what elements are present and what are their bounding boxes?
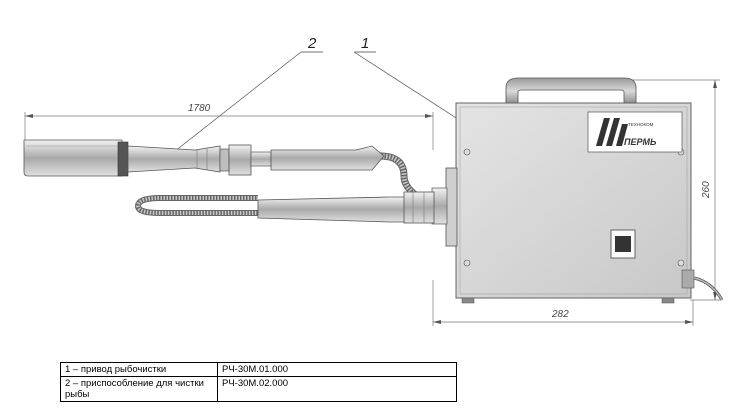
parts-legend-table: 1 – привод рыбочистки РЧ-30М.01.000 2 – …: [60, 362, 457, 402]
brand-logo: ТЕХНОКОМ ПЕРМЬ: [587, 111, 683, 153]
legend-code: РЧ-30М.01.000: [217, 362, 457, 377]
dimension-length-label: 1780: [188, 103, 211, 114]
legend-desc: 2 – приспособление для чистки рыбы: [60, 376, 218, 402]
output-flange: [431, 167, 458, 247]
legend-row: 1 – привод рыбочистки РЧ-30М.01.000: [60, 362, 457, 377]
dimension-height-label: 260: [701, 181, 712, 199]
logo-mark-icon: [596, 118, 628, 146]
fish-scaler-tool: [23, 139, 385, 177]
power-switch: [610, 229, 636, 259]
dimension-width: 282: [432, 280, 694, 326]
dimension-width-label: 282: [551, 309, 569, 320]
callout-2: 2: [307, 35, 317, 52]
legend-code: РЧ-30М.02.000: [217, 376, 457, 402]
callout-1: 1: [361, 35, 369, 52]
dimension-height: 260: [630, 79, 720, 301]
logo-brand-text: ПЕРМЬ: [624, 137, 657, 147]
power-cable: [681, 269, 724, 301]
logo-small-text: ТЕХНОКОМ: [628, 122, 654, 127]
legend-desc: 1 – привод рыбочистки: [60, 362, 218, 377]
lower-sheath: [257, 191, 435, 224]
carry-handle: [505, 77, 637, 105]
legend-row: 2 – приспособление для чистки рыбы РЧ-30…: [60, 376, 457, 402]
dimension-length: 1780: [24, 103, 434, 150]
